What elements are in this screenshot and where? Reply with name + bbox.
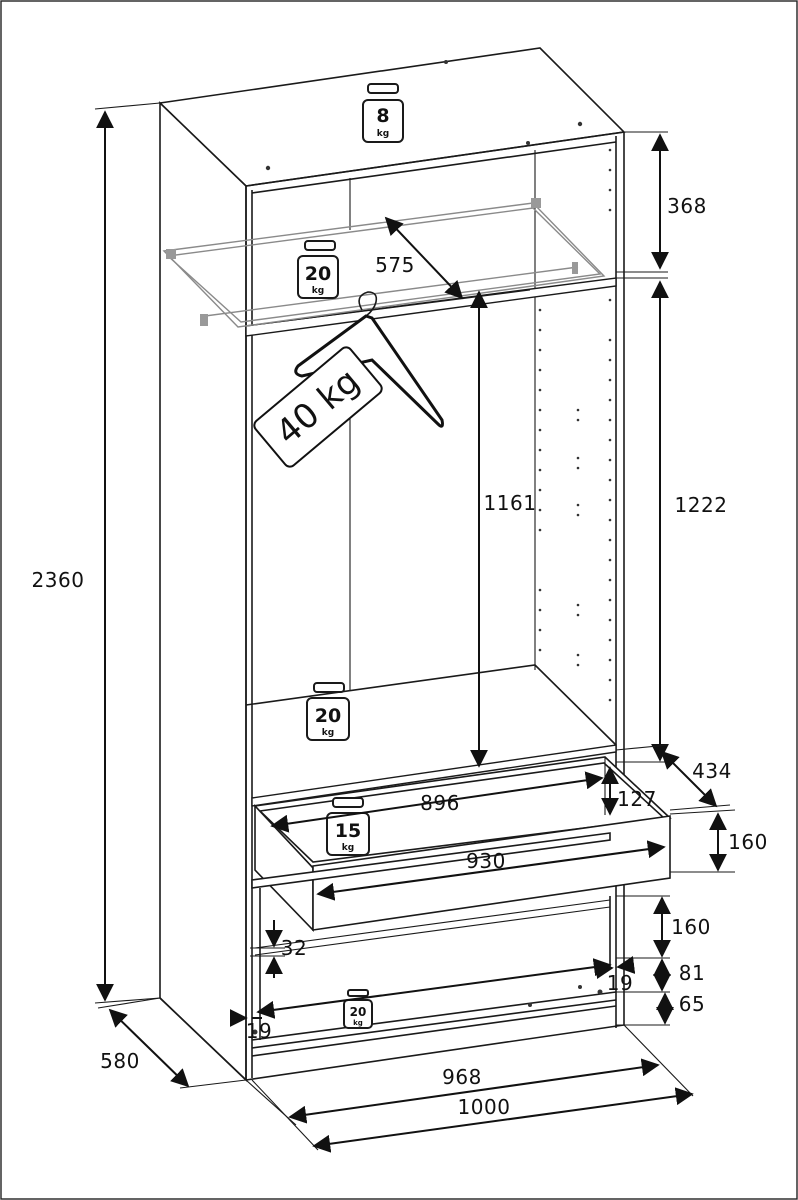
dim-side-gap-right: 19 [607, 971, 633, 995]
dim-total-height: 2360 [32, 568, 85, 592]
weight-icon-bottom-shelf: 20 kg [306, 682, 350, 741]
shelf-pin-holes [538, 148, 612, 702]
dim-side-gap-left: 19 [246, 1019, 272, 1043]
dim-drawer-inner-width: 896 [420, 791, 460, 815]
svg-text:20: 20 [305, 263, 331, 285]
svg-text:8: 8 [376, 105, 389, 127]
svg-text:kg: kg [322, 728, 334, 738]
svg-text:kg: kg [312, 286, 324, 296]
dimension-labels: 2360 580 368 1222 1161 575 434 127 160 8… [32, 194, 768, 1119]
svg-text:15: 15 [335, 820, 361, 842]
dim-drawer-inner-height: 127 [617, 787, 657, 811]
dim-hanging-outer: 1222 [675, 493, 728, 517]
dim-depth: 580 [100, 1049, 140, 1073]
svg-text:20: 20 [350, 1005, 367, 1019]
dim-gap-81: 81 [679, 961, 705, 985]
dim-drawer-depth: 434 [692, 759, 732, 783]
dim-drawer-front-height: 160 [728, 830, 768, 854]
dim-hanging-inner: 1161 [484, 491, 537, 515]
weight-icon-top: 8 kg [362, 83, 404, 143]
dim-drawer-gap: 32 [281, 936, 307, 960]
dim-top-compartment: 368 [667, 194, 707, 218]
weight-icon-glass-shelf: 20 kg [297, 240, 339, 299]
weight-icon-drawer: 15 kg [326, 797, 370, 856]
dimension-lines [94, 102, 736, 1153]
dim-inner-width: 968 [442, 1065, 482, 1089]
weight-icon-bottom-drawer: 20 kg [343, 989, 373, 1029]
dim-drawer2-height: 160 [671, 915, 711, 939]
dim-shelf-depth: 575 [375, 253, 415, 277]
dim-drawer-front-width: 930 [466, 849, 506, 873]
top-drawer [253, 756, 672, 932]
dim-outer-width: 1000 [458, 1095, 511, 1119]
wardrobe-body [158, 47, 626, 1082]
svg-text:kg: kg [353, 1019, 363, 1027]
dim-plinth: 65 [679, 992, 705, 1016]
svg-text:kg: kg [377, 129, 389, 139]
svg-text:20: 20 [315, 705, 341, 727]
svg-text:kg: kg [342, 843, 354, 853]
